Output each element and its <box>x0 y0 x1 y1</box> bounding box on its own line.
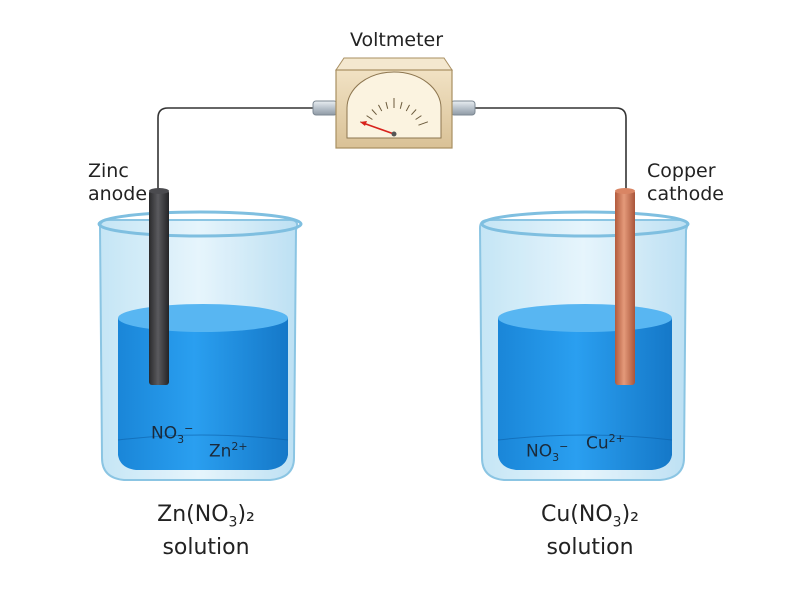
left-solution-end: )₂ <box>237 502 255 527</box>
voltmeter-top-face <box>335 57 453 71</box>
left-solution-sub: 3 <box>228 514 238 531</box>
wire-right <box>470 107 627 190</box>
right-solution-formula: Cu(NO3)₂ <box>490 502 690 535</box>
dial-tick <box>366 115 373 120</box>
left-zinc-ion: Zn2+ <box>209 440 248 462</box>
dial-tick <box>399 101 403 109</box>
dial-tick <box>385 101 389 109</box>
cathode-label-line2: cathode <box>647 183 724 205</box>
voltmeter-needle-tip <box>360 121 367 126</box>
right-solution-sub: 3 <box>612 514 622 531</box>
right-beaker <box>478 210 690 481</box>
right-solution-label: Cu(NO3)₂ solution <box>490 502 690 560</box>
right-beaker-solution-surface <box>498 304 672 332</box>
anode-label-line2: anode <box>88 183 148 205</box>
right-solution-word: solution <box>546 535 634 561</box>
right-copper-base: Cu <box>586 433 609 454</box>
left-beaker-solution-surface <box>118 304 288 332</box>
left-nitrate-ion: NO3− <box>151 422 193 446</box>
right-nitrate-sup: − <box>559 440 569 453</box>
voltmeter-needle-pivot <box>391 131 397 137</box>
left-solution-base: Zn(NO <box>157 502 229 527</box>
dial-tick <box>411 109 417 116</box>
dial-tick <box>415 115 422 120</box>
left-zinc-sup: 2+ <box>231 440 248 453</box>
left-solution-formula: Zn(NO3)₂ <box>106 502 306 535</box>
cathode-label: Copper cathode <box>647 160 724 206</box>
wire-left <box>157 107 318 190</box>
left-zinc-base: Zn <box>209 441 232 462</box>
right-beaker-rim <box>480 210 690 238</box>
cathode-label-line1: Copper <box>647 160 716 182</box>
anode-label-line1: Zinc <box>88 160 129 182</box>
left-beaker <box>97 210 303 481</box>
right-nitrate-ion: NO3− <box>526 440 568 464</box>
right-copper-ion: Cu2+ <box>586 432 625 454</box>
right-nitrate-base: NO <box>526 441 553 462</box>
voltmeter-label: Voltmeter <box>350 29 444 51</box>
left-solution-word: solution <box>162 535 250 561</box>
right-solution-base: Cu(NO <box>541 502 613 527</box>
copper-electrode <box>615 188 635 385</box>
dial-tick <box>418 121 429 126</box>
right-beaker-solution <box>498 309 672 470</box>
left-nitrate-sup: − <box>184 422 194 435</box>
right-solution-end: )₂ <box>621 502 639 527</box>
dial-tick <box>405 104 410 112</box>
left-beaker-rim <box>97 210 303 238</box>
voltmeter-left-terminal <box>312 100 338 116</box>
right-beaker-bottom-line <box>497 434 673 441</box>
right-copper-sup: 2+ <box>608 432 625 445</box>
dial-tick <box>371 109 377 116</box>
right-nitrate-sub: 3 <box>552 451 560 465</box>
voltmeter-right-terminal <box>450 100 476 116</box>
dial-tick <box>378 104 383 112</box>
anode-label: Zinc anode <box>88 160 147 206</box>
left-beaker-bottom-line <box>117 434 289 441</box>
left-solution-label: Zn(NO3)₂ solution <box>106 502 306 560</box>
voltmeter <box>312 57 476 149</box>
voltmeter-needle <box>362 122 395 135</box>
zinc-electrode <box>149 188 169 385</box>
left-nitrate-sub: 3 <box>177 433 185 447</box>
left-beaker-solution <box>118 309 288 470</box>
left-nitrate-base: NO <box>151 423 178 444</box>
